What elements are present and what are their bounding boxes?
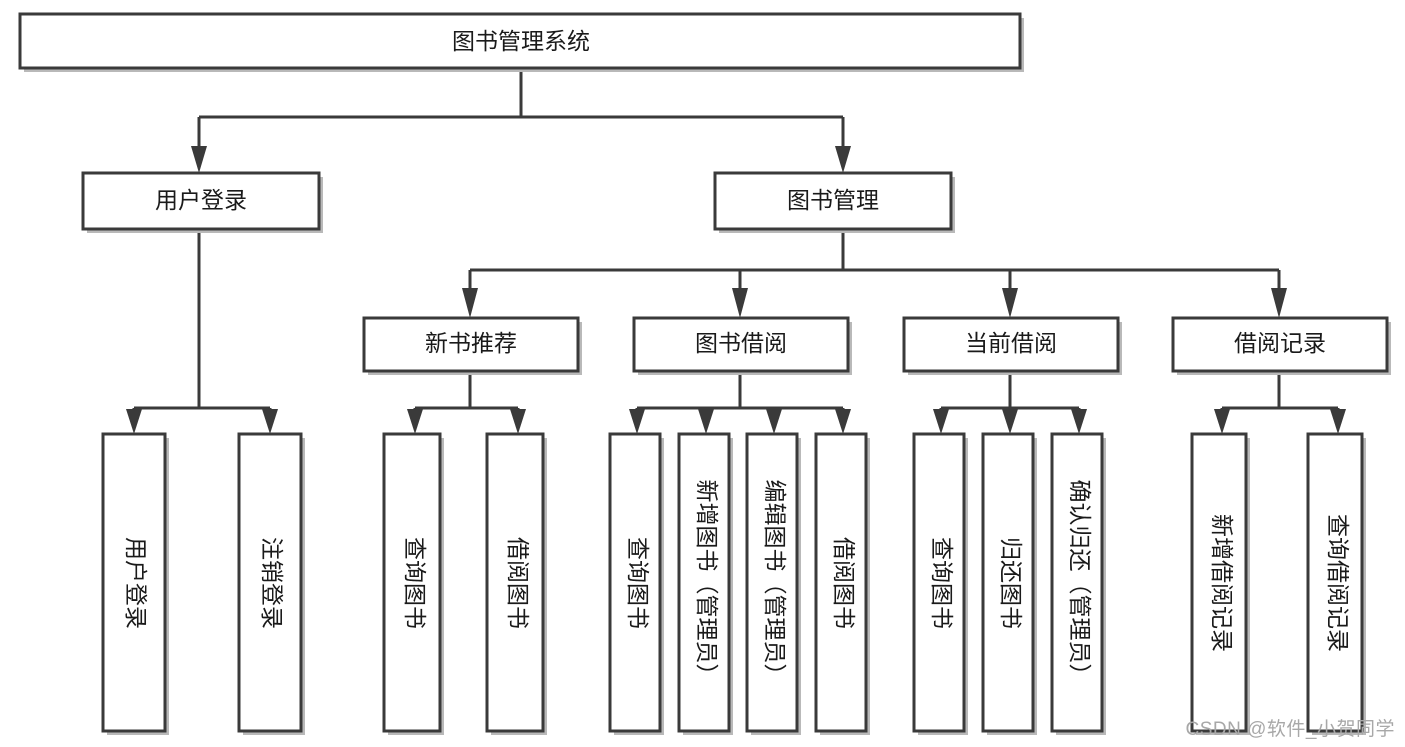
node-borrow-records[interactable]: 借阅记录 — [1171, 316, 1391, 375]
leaf-user-login[interactable]: 用户登录 — [101, 432, 169, 735]
leaf-borrow-add-box[interactable] — [677, 432, 731, 733]
leaf-borrow-borrow-label: 借阅图书 — [831, 537, 857, 629]
arrowhead-leaf-logout — [262, 409, 278, 434]
root-label: 图书管理系统 — [452, 28, 590, 54]
arrowhead-leaf-borrow-book-1 — [510, 409, 526, 434]
edges-layer — [126, 72, 1346, 434]
leaf-current-query-box[interactable] — [912, 432, 966, 733]
leaf-borrow-query-box[interactable] — [608, 432, 662, 733]
book-borrow-box[interactable] — [632, 316, 850, 373]
leaf-borrow-edit-box[interactable] — [745, 432, 799, 733]
leaf-newbook-borrow-label: 借阅图书 — [505, 537, 531, 629]
leaf-current-query[interactable]: 查询图书 — [912, 432, 968, 735]
user-login-box[interactable] — [81, 171, 321, 231]
leaf-current-query-label: 查询图书 — [929, 537, 955, 629]
leaf-records-add-label: 新增借阅记录 — [1209, 514, 1235, 652]
user-login-label: 用户登录 — [155, 187, 247, 213]
arrowhead-current — [1002, 288, 1018, 318]
arrowhead-leaf-add-record — [1214, 409, 1230, 434]
leaf-newbook-query[interactable]: 查询图书 — [382, 432, 444, 735]
current-borrow-label: 当前借阅 — [965, 330, 1057, 356]
root-box[interactable] — [18, 12, 1022, 70]
leaf-logout[interactable]: 注销登录 — [237, 432, 305, 735]
arrowhead-userlogin — [191, 146, 207, 173]
book-management-box[interactable] — [713, 171, 953, 231]
book-management-label: 图书管理 — [787, 187, 879, 213]
leaf-current-confirm-box[interactable] — [1050, 432, 1104, 733]
leaf-newbook-borrow[interactable]: 借阅图书 — [485, 432, 547, 735]
arrowhead-borrow — [732, 288, 748, 318]
node-book-borrow[interactable]: 图书借阅 — [632, 316, 852, 375]
leaf-newbook-query-box[interactable] — [382, 432, 442, 733]
arrowhead-leaf-return-book — [1002, 409, 1018, 434]
arrowhead-leaf-query-record — [1330, 409, 1346, 434]
book-borrow-label: 图书借阅 — [695, 330, 787, 356]
leaf-borrow-borrow-box[interactable] — [814, 432, 868, 733]
arrowhead-leaf-borrow-book-2 — [835, 409, 851, 434]
leaf-records-add-box[interactable] — [1190, 432, 1248, 733]
arrowhead-records — [1271, 288, 1287, 318]
new-book-label: 新书推荐 — [425, 330, 517, 356]
leaf-logout-label: 注销登录 — [259, 537, 285, 629]
leaf-current-confirm-label: 确认归还（管理员） — [1067, 480, 1093, 687]
leaf-borrow-edit[interactable]: 编辑图书（管理员） — [745, 432, 801, 735]
arrowhead-bookmgmt — [835, 146, 851, 173]
node-book-management[interactable]: 图书管理 — [713, 171, 955, 233]
arrowhead-newbook — [462, 288, 478, 318]
leaf-borrow-borrow[interactable]: 借阅图书 — [814, 432, 870, 735]
leaf-current-return-label: 归还图书 — [998, 537, 1024, 629]
arrowhead-leaf-query-book-2 — [629, 409, 645, 434]
leaf-current-return[interactable]: 归还图书 — [981, 432, 1037, 735]
leaf-logout-box[interactable] — [237, 432, 303, 733]
leaf-borrow-query[interactable]: 查询图书 — [608, 432, 664, 735]
node-current-borrow[interactable]: 当前借阅 — [902, 316, 1122, 375]
leaf-records-query-box[interactable] — [1306, 432, 1364, 733]
leaf-borrow-query-label: 查询图书 — [625, 537, 651, 629]
arrowhead-leaf-query-book-1 — [407, 409, 423, 434]
node-user-login[interactable]: 用户登录 — [81, 171, 323, 233]
borrow-records-box[interactable] — [1171, 316, 1389, 373]
leaf-records-add[interactable]: 新增借阅记录 — [1190, 432, 1250, 735]
leaf-current-return-box[interactable] — [981, 432, 1035, 733]
arrowhead-leaf-edit-book — [766, 409, 782, 434]
arrowhead-leaf-confirm-return — [1071, 409, 1087, 434]
leaf-records-query-label: 查询借阅记录 — [1325, 514, 1351, 652]
leaf-current-confirm-return[interactable]: 确认归还（管理员） — [1050, 432, 1106, 735]
leaf-borrow-add[interactable]: 新增图书（管理员） — [677, 432, 733, 735]
arrowhead-leaf-user-login — [126, 409, 142, 434]
node-new-book-recommend[interactable]: 新书推荐 — [362, 316, 582, 375]
node-root[interactable]: 图书管理系统 — [18, 12, 1024, 72]
leaf-records-query[interactable]: 查询借阅记录 — [1306, 432, 1366, 735]
borrow-records-label: 借阅记录 — [1234, 330, 1326, 356]
leaf-user-login-box[interactable] — [101, 432, 167, 733]
current-borrow-box[interactable] — [902, 316, 1120, 373]
leaf-newbook-borrow-box[interactable] — [485, 432, 545, 733]
new-book-box[interactable] — [362, 316, 580, 373]
leaf-newbook-query-label: 查询图书 — [402, 537, 428, 629]
leaf-user-login-label: 用户登录 — [123, 537, 149, 629]
leaf-borrow-add-label: 新增图书（管理员） — [694, 480, 720, 687]
arrowhead-leaf-add-book — [698, 409, 714, 434]
arrowhead-leaf-query-book-3 — [933, 409, 949, 434]
leaf-borrow-edit-label: 编辑图书（管理员） — [762, 480, 788, 687]
